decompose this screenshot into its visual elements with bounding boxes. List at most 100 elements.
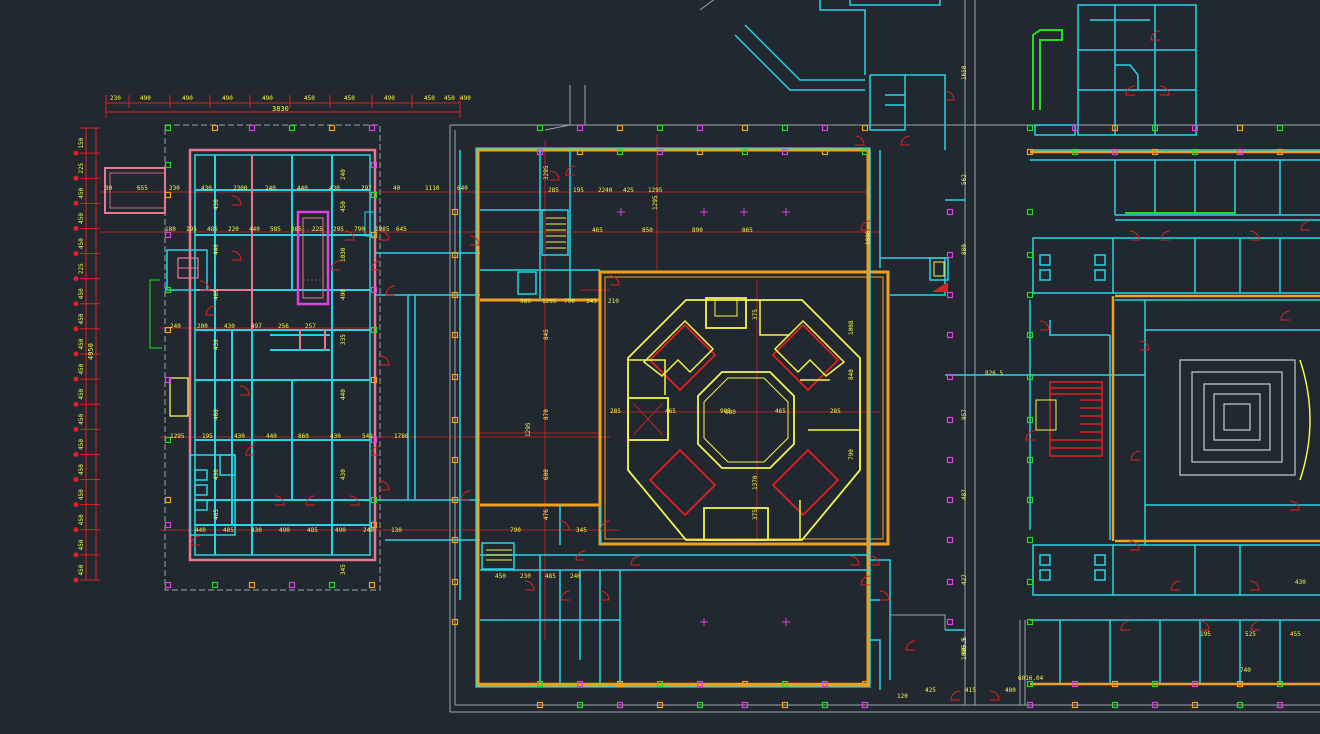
center-dimension-label: 195: [573, 187, 584, 194]
door-swing: [854, 135, 865, 146]
column-marker: [576, 701, 584, 709]
center-dimension-label: 840: [848, 369, 855, 380]
column-marker: [288, 124, 296, 132]
column-marker: [1071, 680, 1079, 688]
door-swing: [599, 590, 610, 601]
left-dimension-chain: 1502254504504502254504504504504504504504…: [73, 127, 100, 583]
center-dimension-label: 285: [548, 187, 559, 194]
column-marker: [1191, 680, 1199, 688]
door-swing: [190, 535, 201, 546]
column-marker: [164, 496, 172, 504]
column-marker: [1276, 701, 1284, 709]
door-swing: [1170, 580, 1181, 591]
door-swing: [1130, 450, 1141, 461]
column-marker: [164, 191, 172, 199]
column-marker: [1151, 148, 1159, 156]
west-dimension-label: 1030: [340, 247, 347, 262]
door-swings: [190, 30, 1311, 701]
column-marker: [328, 124, 336, 132]
door-swing: [379, 230, 390, 241]
column-marker: [576, 124, 584, 132]
top-dimension-label: 490: [140, 95, 151, 102]
west-dimension-label: 195: [202, 433, 213, 440]
door-swing: [989, 690, 1000, 701]
top-dimension-label: 490: [262, 95, 273, 102]
bottom-dimension-label: 195: [1200, 631, 1211, 638]
west-dimension-label: 195: [186, 226, 197, 233]
door-swing: [330, 260, 341, 271]
axis-bubble: [73, 276, 79, 282]
column-marker: [164, 521, 172, 529]
center-dimension-label: 890: [692, 227, 703, 234]
door-swing: [1150, 30, 1161, 41]
column-marker: [1026, 373, 1034, 381]
bottom-dimension-label: 740: [1240, 667, 1251, 674]
west-dimension-label: 490: [335, 527, 346, 534]
door-swing: [199, 280, 210, 291]
axis-bubble: [73, 502, 79, 508]
left-dimension-label: 450: [78, 363, 85, 374]
column-marker: [1151, 124, 1159, 132]
column-marker: [451, 251, 459, 259]
column-marker: [451, 208, 459, 216]
bottom-dimension-label: 120: [897, 693, 908, 700]
column-marker: [1026, 291, 1034, 299]
center-dimension-label: 210: [608, 298, 619, 305]
west-dimension-label: 257: [305, 323, 316, 330]
east-staircase: [1035, 381, 1103, 457]
west-dimension-label: 430: [224, 323, 235, 330]
column-marker: [1071, 148, 1079, 156]
center-dimension-label: 2240: [598, 187, 613, 194]
column-marker: [741, 680, 749, 688]
west-dimension-label: 297: [361, 185, 372, 192]
west-dimension-label: 295: [333, 226, 344, 233]
column-marker: [616, 680, 624, 688]
west-dimension-label: 440: [340, 389, 347, 400]
column-marker: [211, 581, 219, 589]
center-dimension-label: 476: [543, 509, 550, 520]
top-dimension-label: 450: [424, 95, 435, 102]
center-dimension-label: 865: [742, 227, 753, 234]
column-marker: [1111, 124, 1119, 132]
axis-bubble: [73, 426, 79, 432]
east-dimension-label: 487: [961, 489, 968, 500]
door-swing: [379, 480, 390, 491]
door-swing: [1025, 430, 1036, 441]
door-swing: [1159, 85, 1170, 96]
door-swing: [344, 230, 355, 241]
column-marker: [696, 701, 704, 709]
door-swing: [575, 550, 586, 561]
center-dimension-label: 790: [564, 298, 575, 305]
west-dimension-label: 240: [340, 169, 347, 180]
west-dimension-label: 2300: [233, 185, 248, 192]
column-marker: [861, 148, 869, 156]
axis-bubble: [73, 326, 79, 332]
left-dimension-label: 450: [78, 288, 85, 299]
column-marker: [451, 456, 459, 464]
west-dimension-label: 485: [213, 509, 220, 520]
west-dimension-label: 640: [457, 185, 468, 192]
column-marker: [1026, 680, 1034, 688]
column-marker: [1191, 701, 1199, 709]
northeast-rooms: [1030, 4, 1320, 221]
axis-bubble: [73, 150, 79, 156]
west-dimension-label: 485: [307, 527, 318, 534]
axis-bubble: [73, 401, 79, 407]
center-dimension-label: 3295: [543, 165, 550, 180]
column-marker: [1236, 148, 1244, 156]
column-marker: [1026, 416, 1034, 424]
left-dimension-label: 450: [78, 514, 85, 525]
axis-bubble: [73, 200, 79, 206]
column-marker: [536, 148, 544, 156]
door-swing: [1039, 320, 1050, 331]
left-dimension-label: 450: [78, 388, 85, 399]
west-dimension-label: 430: [330, 433, 341, 440]
left-dimension-label: 450: [78, 489, 85, 500]
east-rooms: [1029, 237, 1320, 685]
west-dimension-label: 430: [213, 339, 220, 350]
west-wing: [104, 148, 377, 562]
